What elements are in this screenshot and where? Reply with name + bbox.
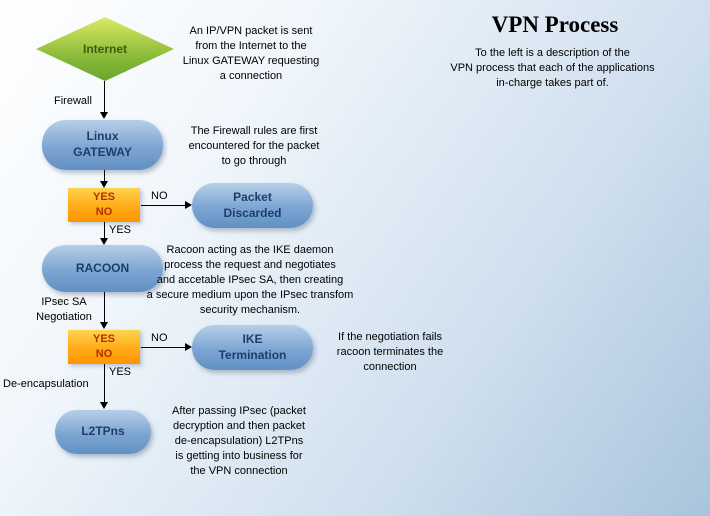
node-linux-gateway-label: Linux GATEWAY	[73, 129, 132, 159]
arrow-decision1-to-discarded-line	[141, 205, 186, 206]
edge-label-firewall: Firewall	[54, 95, 92, 107]
arrow-decision1-to-discarded-head	[185, 201, 192, 209]
decision2-no-label: NO	[95, 348, 113, 360]
edge-label-yes2: YES	[109, 366, 132, 378]
node-internet: Internet	[36, 17, 174, 81]
arrow-gateway-to-decision1-head	[100, 181, 108, 188]
gateway-annotation: The Firewall rules are first encountered…	[188, 125, 320, 167]
arrow-decision2-to-l2tpns-line	[104, 364, 105, 403]
racoon-annotation: Racoon acting as the IKE daemon process …	[146, 244, 354, 316]
page-title: VPN Process	[491, 12, 619, 37]
node-packet-discarded: Packet Discarded	[192, 183, 313, 228]
arrow-decision1-to-racoon-head	[100, 238, 108, 245]
arrow-decision2-to-l2tpns-head	[100, 402, 108, 409]
ike-annotation: If the negotiation fails racoon terminat…	[336, 331, 444, 373]
node-linux-gateway: Linux GATEWAY	[42, 120, 163, 170]
edge-label-no1: NO	[151, 190, 168, 202]
arrow-internet-to-gateway-line	[104, 81, 105, 113]
decision-firewall-check: YES NO	[68, 188, 140, 222]
edge-label-ipsec-sa: IPsec SA Negotiation	[36, 296, 92, 323]
node-l2tpns: L2TPns	[55, 410, 151, 454]
arrow-racoon-to-decision2-head	[100, 322, 108, 329]
header-subtitle: To the left is a description of the VPN …	[450, 47, 655, 89]
node-packet-discarded-label: Packet Discarded	[223, 189, 282, 220]
node-ike-termination-label: IKE Termination	[218, 331, 287, 362]
node-racoon-label: RACOON	[75, 260, 130, 275]
edge-label-de-encapsulation: De-encapsulation	[3, 378, 89, 390]
arrow-gateway-to-decision1-line	[104, 170, 105, 182]
arrow-decision2-to-ike-head	[185, 343, 192, 351]
edge-label-no2: NO	[151, 332, 168, 344]
decision1-no-label: NO	[95, 206, 113, 218]
arrow-racoon-to-decision2-line	[104, 292, 105, 323]
node-racoon: RACOON	[42, 245, 163, 292]
decision2-yes-label: YES	[92, 333, 115, 345]
decision-negotiation-check: YES NO	[68, 330, 140, 364]
decision1-yes-label: YES	[92, 191, 115, 203]
edge-label-yes1: YES	[109, 224, 132, 236]
node-internet-label: Internet	[82, 42, 127, 56]
internet-annotation: An IP/VPN packet is sent from the Intern…	[182, 25, 320, 82]
node-ike-termination: IKE Termination	[192, 325, 313, 370]
arrow-decision2-to-ike-line	[141, 347, 186, 348]
node-l2tpns-label: L2TPns	[81, 424, 125, 439]
arrow-internet-to-gateway-head	[100, 112, 108, 119]
arrow-decision1-to-racoon-line	[104, 222, 105, 239]
l2tpns-annotation: After passing IPsec (packet decryption a…	[172, 405, 306, 477]
